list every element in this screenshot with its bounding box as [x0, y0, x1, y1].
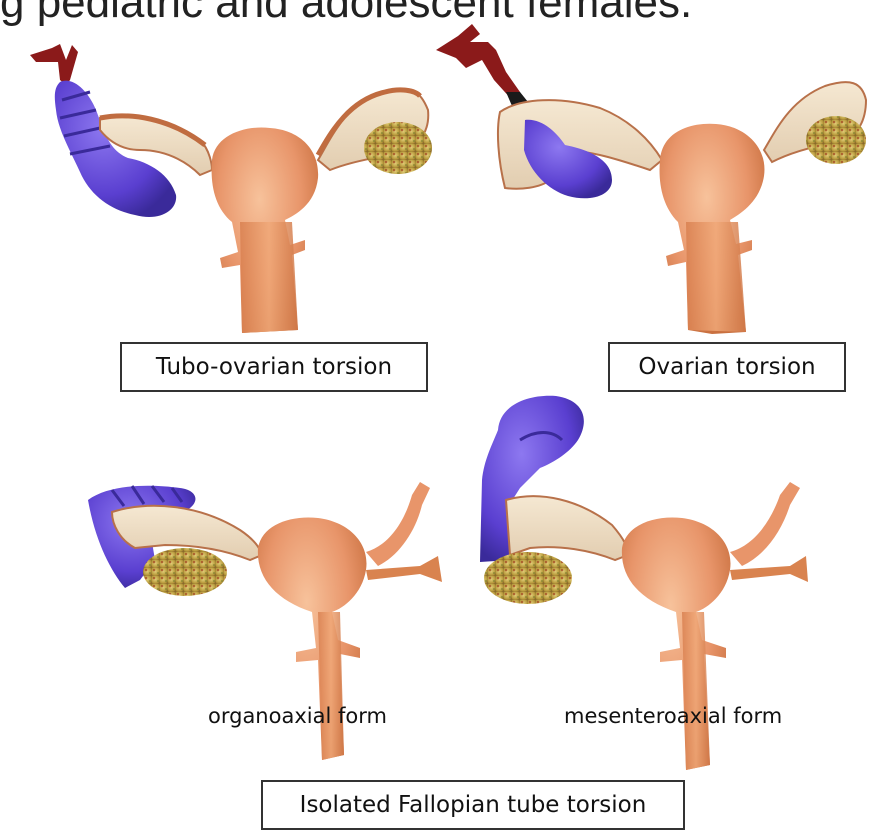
label-mesenteroaxial: mesenteroaxial form — [564, 704, 782, 728]
uterus — [622, 517, 731, 770]
label-isolated-tube: Isolated Fallopian tube torsion — [261, 780, 685, 830]
ovary-right — [364, 122, 432, 174]
blood-vessel — [30, 44, 78, 85]
cervix — [686, 222, 746, 332]
label-organoaxial: organoaxial form — [208, 704, 387, 728]
fallopian-tube-left — [506, 496, 628, 560]
ovarian-panel — [436, 24, 866, 334]
blood-vessel — [436, 24, 520, 100]
cervix — [682, 612, 710, 770]
label-ovarian: Ovarian torsion — [608, 342, 846, 392]
ovary-left — [143, 548, 227, 596]
tubo-ovarian-panel — [30, 44, 432, 333]
right-tube — [730, 482, 800, 566]
ovary-left — [484, 552, 572, 604]
label-tubo-ovarian: Tubo-ovarian torsion — [120, 342, 428, 392]
cervix — [318, 612, 344, 760]
right-tube — [366, 482, 430, 566]
ovary-right — [806, 116, 866, 164]
cervix — [240, 222, 298, 333]
